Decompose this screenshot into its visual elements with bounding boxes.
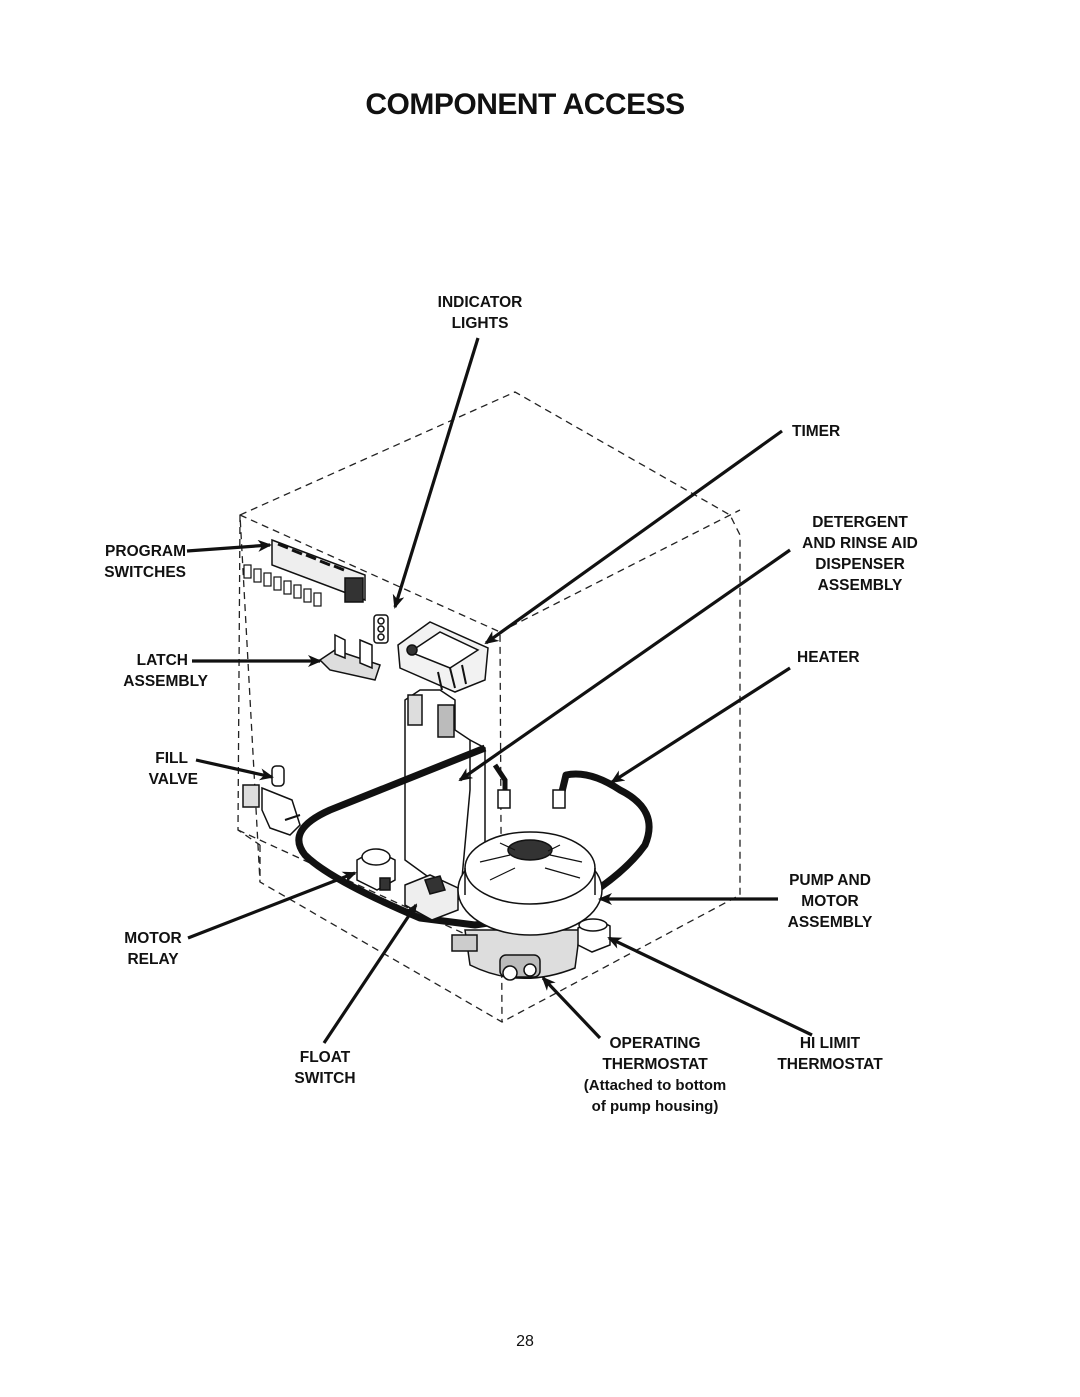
arrow-float-switch — [322, 903, 418, 1044]
latch-assembly-part — [318, 633, 381, 681]
float-switch-part — [404, 874, 459, 921]
arrow-detergent-dispenser — [458, 548, 791, 782]
arrow-indicator-lights — [392, 337, 480, 609]
label-pump-motor: PUMP AND MOTOR ASSEMBLY — [787, 872, 873, 931]
label-program-switches: PROGRAM SWITCHES — [104, 543, 186, 581]
label-detergent-dispenser: DETERGENT AND RINSE AID DISPENSER ASSEMB… — [802, 514, 918, 594]
label-float-switch: FLOAT SWITCH — [294, 1049, 356, 1087]
label-hi-limit-thermostat: HI LIMIT THERMOSTAT — [777, 1035, 883, 1073]
arrow-fill-valve — [195, 758, 274, 781]
detergent-dispenser-part — [404, 689, 486, 902]
motor-relay-part — [356, 848, 396, 891]
label-operating-thermostat: OPERATING THERMOSTAT (Attached to bottom… — [583, 1035, 727, 1115]
arrow-program-switches — [186, 539, 272, 553]
timer-part — [397, 621, 489, 693]
hi-limit-thermostat-part — [577, 918, 611, 953]
program-switches-part — [243, 538, 366, 607]
callout-arrows — [186, 337, 813, 1044]
label-timer: TIMER — [792, 423, 841, 440]
pump-motor-part — [451, 831, 603, 981]
arrow-motor-relay — [187, 871, 357, 940]
arrow-timer — [484, 429, 783, 645]
page-title: COMPONENT ACCESS — [365, 88, 685, 121]
label-heater: HEATER — [797, 649, 860, 666]
arrow-operating-thermostat — [541, 976, 602, 1040]
page-number: 28 — [516, 1333, 534, 1350]
arrow-heater — [610, 666, 791, 784]
label-fill-valve: FILL VALVE — [148, 750, 198, 788]
indicator-lights-part — [373, 614, 389, 644]
fill-valve-part — [242, 765, 301, 836]
label-latch-assembly: LATCH ASSEMBLY — [123, 652, 208, 690]
label-indicator-lights: INDICATOR LIGHTS — [437, 294, 523, 332]
arrow-hi-limit — [607, 936, 813, 1037]
label-motor-relay: MOTOR RELAY — [124, 930, 182, 968]
